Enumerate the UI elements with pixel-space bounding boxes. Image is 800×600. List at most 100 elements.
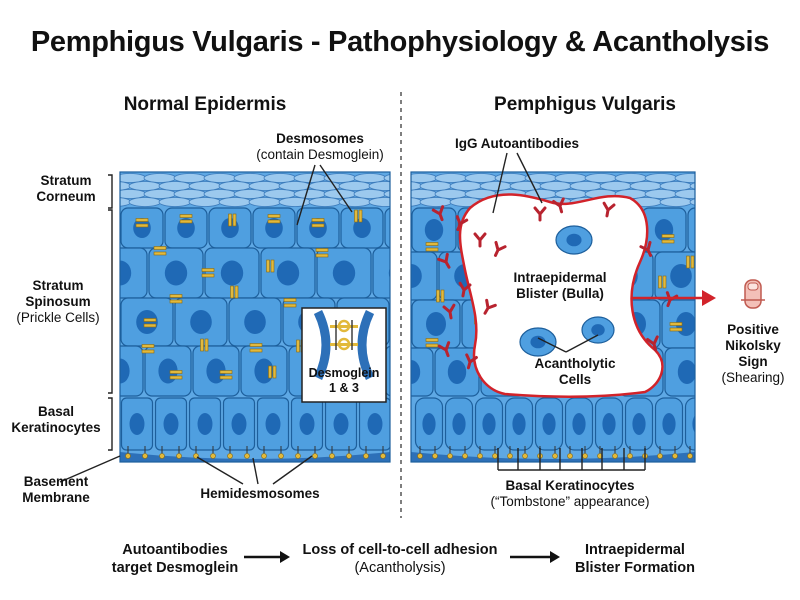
nucleus	[632, 413, 646, 435]
corneocyte	[411, 197, 423, 207]
corneocyte	[554, 173, 588, 183]
nucleus	[231, 413, 247, 435]
nucleus	[120, 260, 132, 286]
finger-icon	[741, 279, 765, 309]
hemidesmosome-icon	[176, 453, 182, 459]
hemidesmosomes-label: Hemidesmosomes	[200, 486, 320, 501]
nucleus	[724, 264, 746, 288]
corneocyte	[158, 197, 192, 207]
desmosome-icon	[661, 234, 675, 244]
antibody-icon	[442, 303, 456, 320]
nucleus	[670, 264, 692, 288]
corneocyte	[158, 181, 192, 191]
hemidesmosome-icon	[477, 453, 483, 459]
hemidesmosome-icon	[210, 453, 216, 459]
nucleus	[332, 260, 356, 286]
desmosomes	[135, 209, 363, 380]
corneocyte	[689, 182, 695, 190]
flow-arrow-1	[244, 551, 290, 563]
hemidesmosome-icon	[125, 453, 131, 459]
hemidesmosome-icon	[227, 453, 233, 459]
antibody-icon	[602, 201, 616, 218]
corneocyte	[203, 189, 237, 199]
corneocyte	[263, 173, 297, 183]
hemidesmosome-icon	[432, 453, 438, 459]
nucleus	[388, 267, 390, 279]
corneocyte	[644, 189, 678, 199]
antibody-icon	[639, 240, 653, 257]
corneocyte	[218, 197, 252, 207]
hemidesmosome-icon	[380, 453, 386, 459]
corneocyte	[674, 173, 695, 183]
desmosomes-label: Desmosomes(contain Desmoglein)	[256, 131, 384, 162]
nucleus	[677, 360, 695, 384]
nucleus	[244, 310, 266, 334]
hemidesmosome-icon	[417, 453, 423, 459]
desmosome-icon	[658, 275, 667, 289]
nucleus	[136, 310, 158, 334]
corneocyte	[689, 198, 695, 206]
nucleus	[89, 218, 107, 238]
corneocyte	[554, 189, 588, 199]
desmosome-icon	[179, 214, 193, 224]
desmosome-detail-icon	[330, 319, 358, 351]
nucleus	[129, 413, 145, 435]
pemphigus-tissue	[411, 172, 778, 462]
nucleus	[542, 413, 556, 435]
corneocyte	[353, 173, 387, 183]
corneocyte	[539, 181, 573, 191]
nucleus	[426, 312, 446, 336]
corneocyte	[644, 173, 678, 183]
corneocyte	[120, 189, 147, 199]
desmosome-icon	[230, 285, 239, 299]
stratum-corneum-layer	[120, 173, 390, 207]
hemidesmosome-icon	[295, 453, 301, 459]
corneocyte	[368, 181, 390, 191]
corneocyte	[569, 181, 603, 191]
hemidesmosome-icon	[552, 453, 558, 459]
antibody-icon	[552, 197, 565, 214]
normal-epidermis-tissue	[89, 172, 390, 462]
nucleus	[276, 260, 300, 286]
nucleus	[353, 218, 371, 238]
corneocyte	[449, 181, 483, 191]
corneocyte	[464, 173, 498, 183]
desmosome-icon	[135, 218, 149, 228]
antibody-icon	[493, 240, 507, 257]
basal-layer	[120, 397, 390, 451]
corneocyte	[614, 173, 648, 183]
hemidesmosome-icon	[567, 453, 573, 459]
desmosome-icon	[200, 338, 209, 352]
hemidesmosome-icon	[142, 453, 148, 459]
hemidesmosome-icon	[672, 453, 678, 459]
nucleus	[367, 413, 383, 435]
hemidesmosome-icon	[312, 453, 318, 459]
hemidesmosome-icon	[612, 453, 618, 459]
page-title: Pemphigus Vulgaris - Pathophysiology & A…	[30, 26, 770, 58]
nucleus	[447, 360, 467, 384]
corneocyte	[629, 181, 663, 191]
corneocyte	[383, 190, 390, 198]
hemidesmosome-icon	[462, 453, 468, 459]
desmosome-icon	[141, 344, 155, 354]
keratinocyte	[734, 208, 778, 252]
corneocyte	[248, 181, 282, 191]
nucleus	[163, 413, 179, 435]
corneocyte	[411, 181, 423, 191]
desmosome-icon	[201, 268, 215, 278]
antibody-icon	[437, 252, 451, 269]
keratinocyte	[120, 247, 148, 299]
corneocyte	[173, 173, 207, 183]
hemidesmosome-icon	[261, 453, 267, 459]
nucleus	[424, 219, 444, 241]
hemidesmosome-icon	[363, 453, 369, 459]
nucleus	[190, 310, 212, 334]
corneocyte	[308, 197, 342, 207]
corneocyte	[584, 173, 618, 183]
